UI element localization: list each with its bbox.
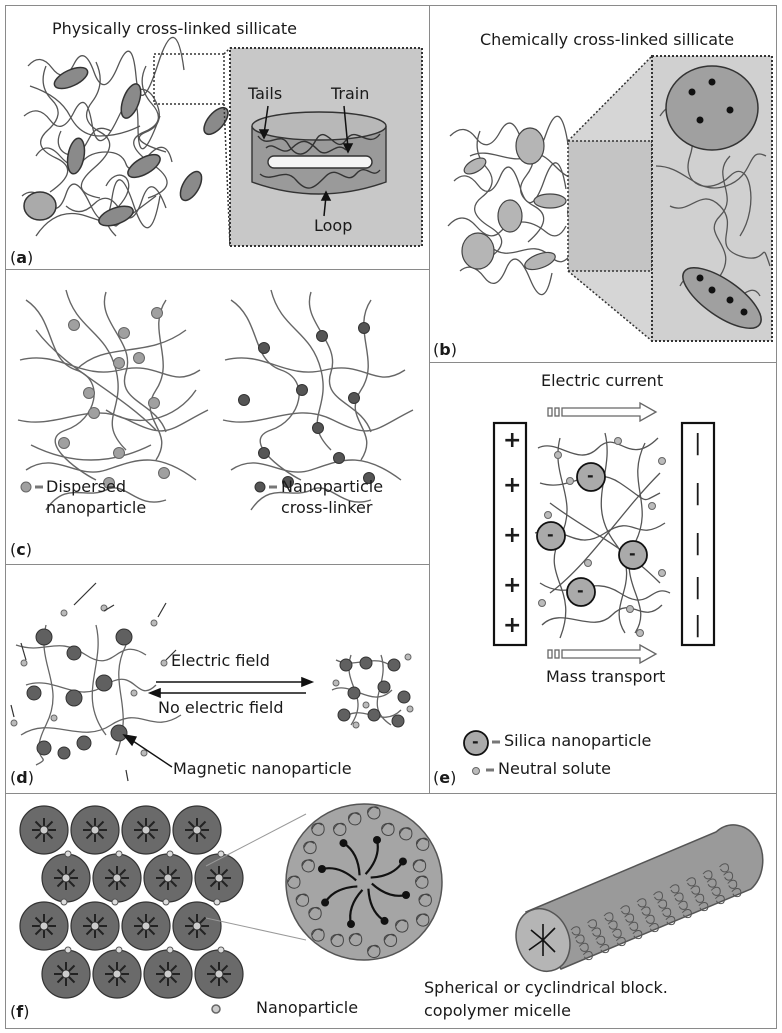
lattice-nanoparticle: [116, 947, 122, 953]
electric-current-arrow: [548, 403, 656, 421]
plus-sign: +: [503, 473, 521, 498]
micelle-lattice: [20, 806, 243, 998]
silica-nanoparticle-label: Silica nanoparticle: [504, 731, 651, 750]
panel-b-illustration: [430, 6, 777, 363]
legend-solute-icon: [473, 768, 480, 775]
micelle-unit: [71, 902, 119, 950]
panel-c-dispersed-nanoparticles: [59, 308, 170, 489]
micelle-unit: [93, 950, 141, 998]
micelle-caption-line2: copolymer micelle: [424, 1001, 571, 1020]
lattice-nanoparticle: [218, 947, 224, 953]
panel-f-label: (f): [10, 1002, 29, 1021]
panel-e: Electric current Mass transport: [429, 362, 777, 794]
lattice-nanoparticle: [167, 851, 173, 857]
panel-a-tactoid-cylinder: [252, 112, 386, 194]
lattice-nanoparticle: [112, 899, 118, 905]
panel-d-label: (d): [10, 768, 34, 787]
panel-d-magnetic-particles-left: [27, 629, 132, 759]
micelle-unit: [20, 806, 68, 854]
neutral-solute-label: Neutral solute: [498, 759, 611, 778]
micelle-unit: [42, 854, 90, 902]
panel-a-label: (a): [10, 248, 33, 267]
lattice-nanoparticle: [167, 947, 173, 953]
legend-dispersed-line1: Dispersed: [46, 477, 126, 496]
micelle-unit: [173, 806, 221, 854]
micelle-unit: [144, 854, 192, 902]
particle-charge: -: [629, 544, 636, 563]
panel-a-clay-discs: [24, 63, 232, 230]
panel-a: Physically cross-linked sillicate: [5, 5, 430, 270]
panel-c-illustration: [6, 270, 430, 565]
cylindrical-micelle: [507, 825, 763, 979]
micelle-unit: [195, 950, 243, 998]
micelle-unit: [71, 806, 119, 854]
panel-d-small-particles-left: [11, 605, 167, 756]
minus-sign: |: [694, 575, 701, 600]
plus-sign: +: [503, 573, 521, 598]
particle-charge: -: [587, 466, 594, 485]
panel-e-label: (e): [433, 768, 456, 787]
particle-charge: -: [577, 581, 584, 600]
legend-crosslinker-icon: [255, 482, 265, 492]
panel-e-illustration: [430, 363, 777, 794]
panel-d-reversible-arrows: [150, 678, 312, 697]
magnetic-nanoparticle-label: Magnetic nanoparticle: [173, 759, 352, 778]
minus-sign: |: [694, 531, 701, 556]
loop-label: Loop: [314, 216, 352, 235]
electric-field-label: Electric field: [171, 651, 270, 670]
plus-sign: +: [503, 428, 521, 453]
lattice-nanoparticle: [214, 899, 220, 905]
panel-d-magnetic-particles-right: [338, 657, 410, 727]
minus-sign: |: [694, 613, 701, 638]
micelle-unit: [42, 950, 90, 998]
micelle-unit: [93, 854, 141, 902]
mass-transport-arrow: [548, 645, 656, 663]
legend-dispersed-icon: [21, 482, 31, 492]
panel-b: Chemically cross-linked sillicate: [429, 5, 777, 363]
micelle-unit: [144, 950, 192, 998]
minus-sign: |: [694, 481, 701, 506]
legend-dispersed-line2: nanoparticle: [46, 498, 146, 517]
legend-crosslinker-line2: cross-linker: [281, 498, 372, 517]
particle-charge: -: [547, 525, 554, 544]
lattice-nanoparticle: [218, 851, 224, 857]
panel-b-label: (b): [433, 340, 457, 359]
plus-sign: +: [503, 523, 521, 548]
lattice-nanoparticle: [163, 899, 169, 905]
particle-charge: -: [472, 732, 479, 751]
lattice-nanoparticle: [65, 947, 71, 953]
panel-a-illustration: [6, 6, 430, 270]
panel-c: Dispersed nanoparticle Nanoparticle cros…: [5, 269, 430, 565]
micelle-caption-line1: Spherical or cyclindrical block.: [424, 978, 668, 997]
plus-sign: +: [503, 613, 521, 638]
micelle-unit: [122, 806, 170, 854]
panel-f: Nanoparticle Spherical or cyclindrical b…: [5, 793, 777, 1029]
legend-crosslinker-line1: Nanoparticle: [281, 477, 383, 496]
panel-c-crosslinker-nanoparticles: [239, 323, 375, 488]
lattice-nanoparticle: [65, 851, 71, 857]
lattice-nanoparticle: [61, 899, 67, 905]
micelle-unit: [195, 854, 243, 902]
panel-c-label: (c): [10, 540, 32, 559]
nanoparticle-label: Nanoparticle: [256, 998, 358, 1017]
micelle-unit: [20, 902, 68, 950]
minus-sign: |: [694, 431, 701, 456]
train-label: Train: [331, 84, 369, 103]
lattice-nanoparticle: [116, 851, 122, 857]
tails-label: Tails: [248, 84, 282, 103]
legend-nanoparticle-icon: [212, 1005, 220, 1013]
no-electric-field-label: No electric field: [158, 698, 283, 717]
micelle-unit: [173, 902, 221, 950]
panel-d: Electric field No electric field Magneti…: [5, 564, 430, 794]
micelle-unit: [122, 902, 170, 950]
enlarged-micelle: [286, 804, 442, 960]
